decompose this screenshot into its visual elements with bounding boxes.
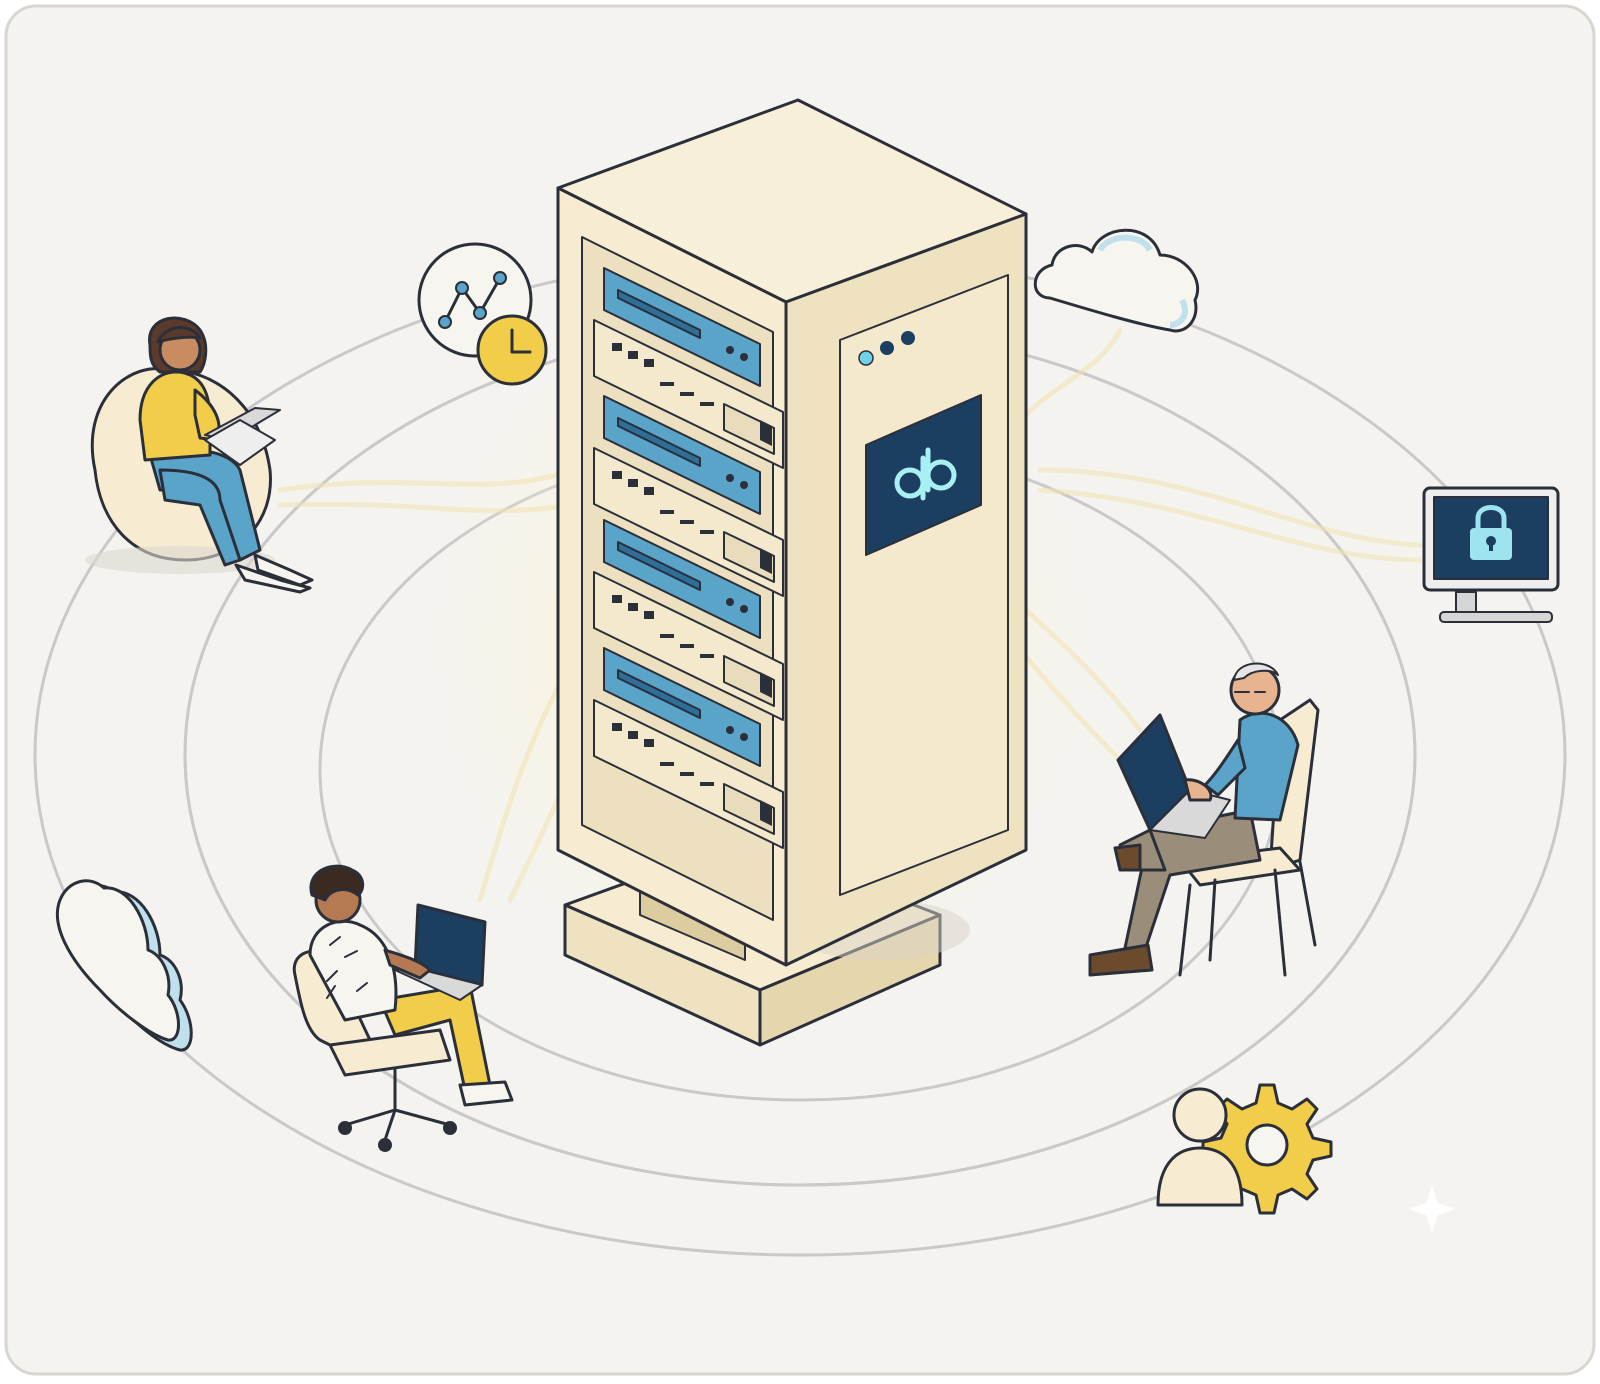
status-light-navy-1 (880, 341, 894, 355)
status-light-cyan (858, 350, 874, 366)
person-wooden-chair (1088, 662, 1320, 977)
lock-monitor-icon (1422, 486, 1560, 623)
user-icon (1156, 1087, 1244, 1207)
analytics-icon (417, 242, 548, 386)
db-logo-icon (894, 447, 957, 501)
drive-slot-2 (593, 395, 784, 597)
clock-icon (476, 314, 548, 386)
lock-icon (1470, 505, 1512, 560)
drive-slot-3 (593, 519, 784, 721)
sparkle-icon (1408, 1185, 1456, 1233)
person-office-chair (292, 864, 514, 1152)
cloud-icon-bottom (55, 879, 193, 1052)
database-server-rack (556, 98, 1028, 1047)
drive-slot-1 (593, 267, 784, 469)
laptop-icon (204, 407, 281, 466)
person-beanbag (85, 316, 314, 594)
user-gear-icon (1156, 1083, 1333, 1215)
line-chart-icon (438, 271, 507, 329)
cloud-icon-top (1033, 228, 1199, 333)
status-light-navy-2 (901, 331, 915, 345)
drive-slot-4 (593, 647, 784, 849)
